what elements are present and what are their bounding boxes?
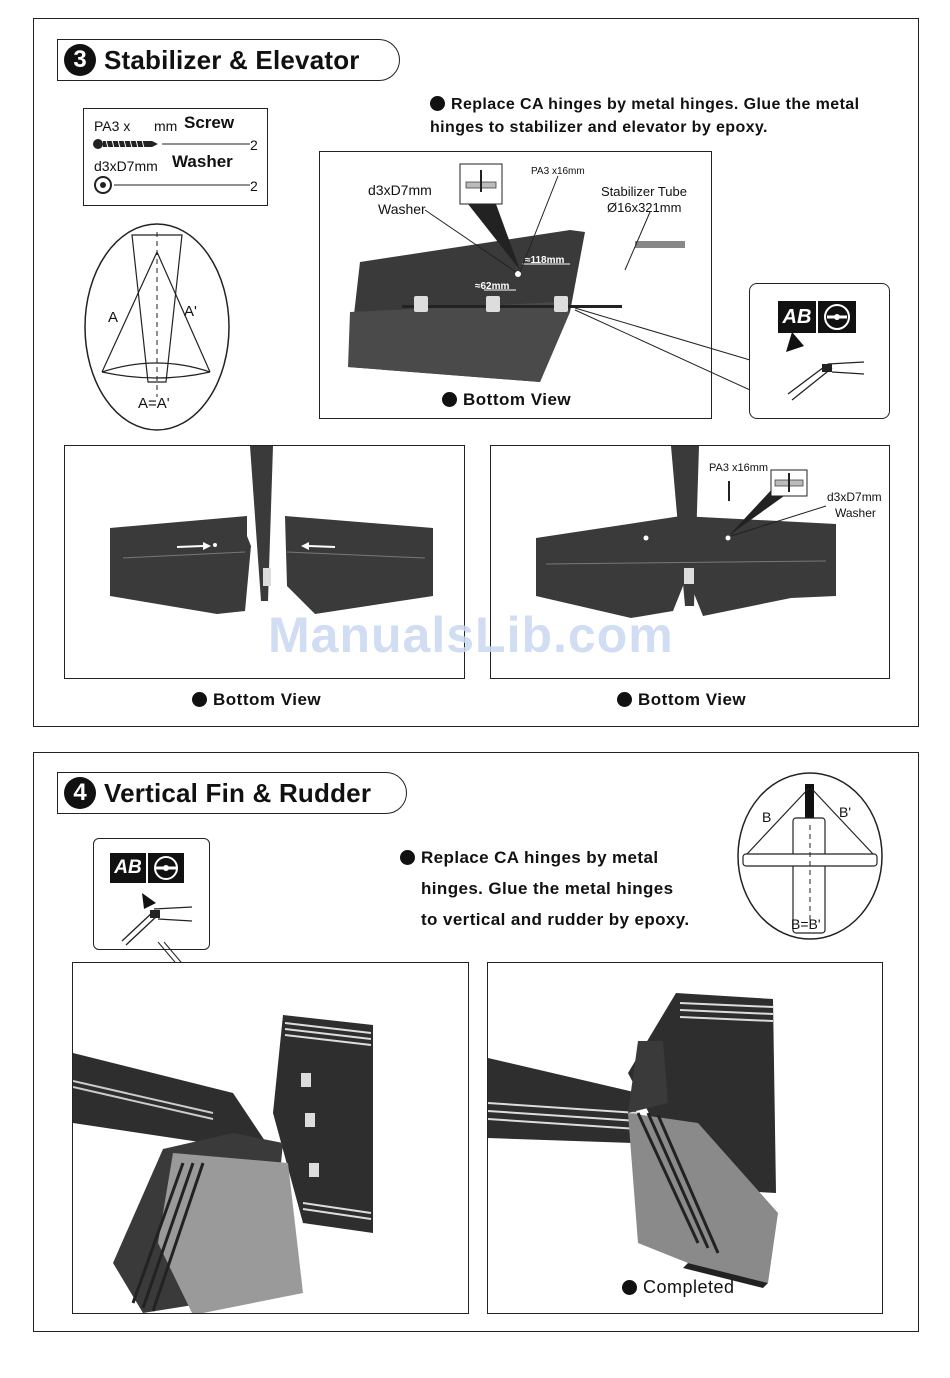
right-photo-washer-spec: d3xD7mm <box>827 490 882 504</box>
glue-applicator-icon <box>786 332 865 401</box>
photo-washer-name: Washer <box>378 201 426 217</box>
photo-elevator-halves-bottom-view <box>64 445 465 679</box>
callout-lines-ab-step3 <box>574 307 751 390</box>
step-title: Stabilizer & Elevator <box>104 44 360 75</box>
photo-assembled-stabilizer-bottom-view: PA3 x16mm d3xD7mm Washer <box>490 445 890 679</box>
label-b-equal: B=B' <box>791 916 821 932</box>
screw-qty: 2 <box>250 137 258 153</box>
ab-epoxy-icon: AB <box>778 301 816 333</box>
ab-epoxy-icon: AB <box>110 853 146 883</box>
washer-spec: d3xD7mm <box>94 158 158 174</box>
photo-completed-fin-rudder: Completed <box>487 962 883 1314</box>
caption-bottom-view-right: Bottom View <box>617 690 746 710</box>
glue-applicator-icon <box>121 893 193 946</box>
caption-bottom-view-left: Bottom View <box>192 690 321 710</box>
instruction-line-3: to vertical and rudder by epoxy. <box>421 910 690 929</box>
bullet-icon <box>617 692 632 707</box>
photo-tube-spec: Ø16x321mm <box>607 200 682 215</box>
label-b-prime: B' <box>839 804 852 820</box>
fin-alignment-diagram: B B' B=B' <box>735 770 885 942</box>
photo-stabilizer-bottom-view: PA3 x16mm d3xD7mm Washer Stabilizer Tube… <box>319 151 712 419</box>
bullet-icon <box>442 392 457 407</box>
elevator-halves-illustration <box>110 446 433 614</box>
watermark: ManualsLib.com <box>268 607 674 663</box>
instruction-text: Replace CA hinges by metal hinges. Glue … <box>430 96 860 136</box>
photo-rudder-hinges <box>72 962 469 1314</box>
bullet-icon <box>622 1280 637 1295</box>
stabilizer-photo-illustration <box>348 163 685 382</box>
instruction-line-1: Replace CA hinges by metal <box>421 848 659 867</box>
instruction-line-2: hinges. Glue the metal hinges <box>421 879 674 898</box>
step-4-header: 4 Vertical Fin & Rudder <box>57 772 407 814</box>
label-a-equal: A=A' <box>138 395 170 412</box>
washer-icon <box>94 176 250 194</box>
label-a: A <box>108 309 119 326</box>
photo-dim-118: ≈118mm <box>525 255 565 266</box>
step-number: 3 <box>64 44 96 76</box>
step-title: Vertical Fin & Rudder <box>104 777 372 808</box>
caption-bottom-view-main: Bottom View <box>442 390 571 410</box>
epoxy-callout-step4: AB <box>93 838 210 950</box>
screw-unit: mm <box>154 118 178 134</box>
washer-name: Washer <box>172 152 233 171</box>
screw-spec: PA3 x <box>94 118 131 134</box>
bullet-icon <box>430 96 445 111</box>
step-3-instruction: Replace CA hinges by metal hinges. Glue … <box>430 93 890 139</box>
bullet-icon <box>400 850 415 865</box>
hinge-icon <box>148 853 184 883</box>
photo-tube-name: Stabilizer Tube <box>601 184 687 199</box>
right-photo-washer-name: Washer <box>835 506 876 520</box>
alignment-diagram: A A' A=A' <box>82 222 232 432</box>
epoxy-callout-step3: AB <box>749 283 890 419</box>
step-4-instruction: Replace CA hinges by metal hinges. Glue … <box>400 842 740 935</box>
step-number: 4 <box>64 777 96 809</box>
bullet-icon <box>192 692 207 707</box>
photo-screw-label: PA3 x16mm <box>531 166 585 177</box>
washer-qty: 2 <box>250 178 258 194</box>
rudder-hinges-illustration <box>73 1015 373 1313</box>
caption-completed: Completed <box>622 1277 735 1298</box>
screw-name: Screw <box>184 113 235 132</box>
right-photo-screw-label: PA3 x16mm <box>709 462 769 474</box>
label-a-prime: A' <box>184 303 197 320</box>
step-3-header: 3 Stabilizer & Elevator <box>57 39 400 81</box>
label-b: B <box>762 809 772 825</box>
screw-icon <box>93 139 250 149</box>
photo-dim-62: ≈62mm <box>475 281 510 292</box>
parts-list: PA3 x mm Screw 2 d3xD7mm Washer 2 <box>83 108 268 206</box>
assembled-stabilizer-illustration <box>536 446 836 618</box>
hinge-icon <box>818 301 856 333</box>
completed-fin-illustration <box>488 993 778 1288</box>
photo-washer-spec: d3xD7mm <box>368 182 432 198</box>
